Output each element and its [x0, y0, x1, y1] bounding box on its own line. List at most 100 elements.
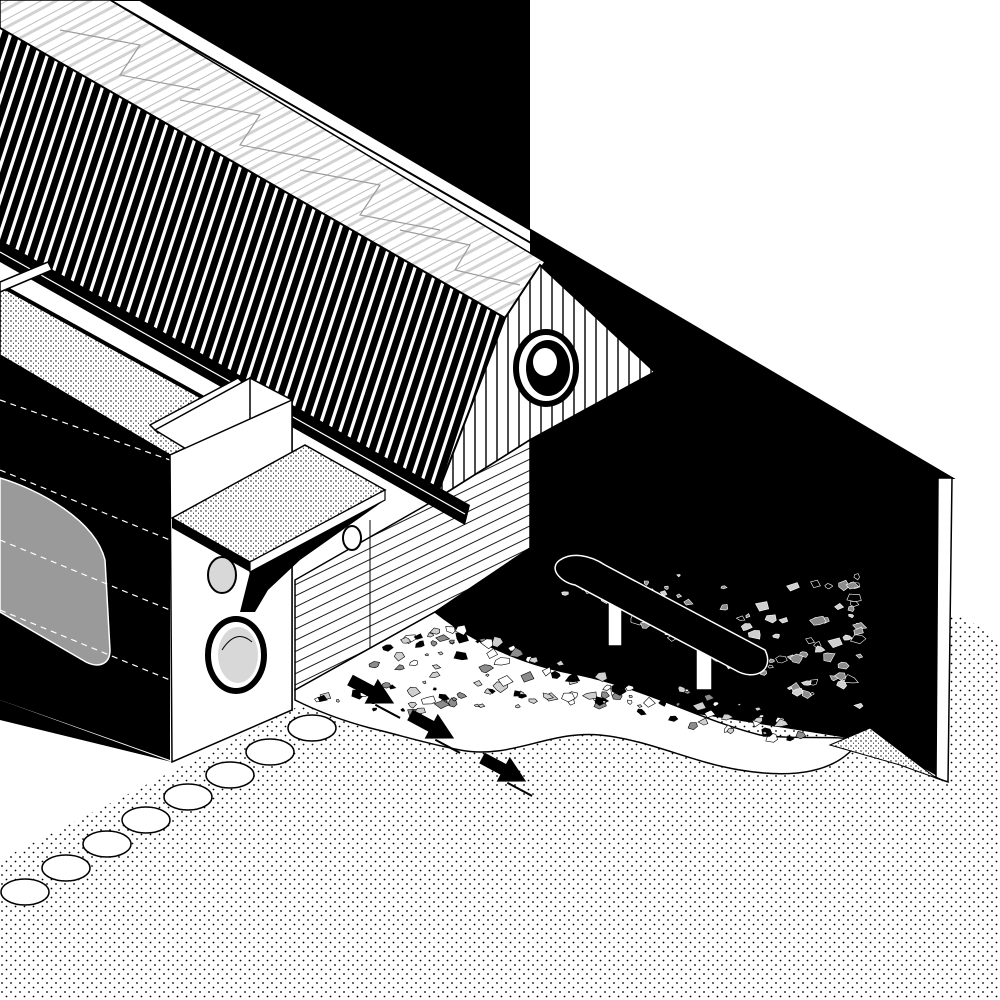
terrazzo-chip [823, 652, 836, 663]
terrazzo-chip [762, 731, 768, 735]
terrazzo-chip [691, 701, 707, 711]
terrazzo-chip [432, 687, 437, 691]
terrazzo-chip [518, 693, 527, 699]
terrazzo-chip [809, 615, 827, 626]
porthole-window-upper [207, 556, 237, 594]
terrazzo-chip [409, 659, 418, 666]
terrazzo-chip [473, 703, 481, 707]
slab-rail-top [0, 283, 241, 420]
terrazzo-chip [720, 585, 728, 590]
terrazzo-chip [407, 701, 417, 709]
arrow-2 [407, 709, 461, 754]
terrazzo-chip [435, 634, 451, 642]
terrazzo-chip [336, 699, 340, 703]
terrazzo-chip [493, 657, 510, 666]
terrazzo-chip [752, 716, 763, 723]
terrazzo-chip [433, 700, 451, 710]
terrazzo-chip [406, 686, 421, 698]
terrazzo-chip [625, 684, 635, 691]
corrugation-rib [0, 56, 56, 274]
terrazzo-chip [786, 686, 793, 691]
terrazzo-chip [541, 666, 552, 677]
terrazzo-chip [400, 707, 406, 712]
terrazzo-chip [627, 699, 633, 705]
terrazzo-chip [740, 623, 753, 631]
terrazzo-chip [413, 633, 423, 640]
terrazzo-chip [814, 645, 826, 653]
porthole-window-lower [205, 616, 267, 694]
terrazzo-chip [786, 582, 800, 592]
gable-beam [648, 374, 687, 402]
terrazzo-chip [764, 614, 777, 624]
terrazzo-chip [809, 692, 815, 696]
terrazzo-chip [636, 704, 643, 708]
stepping-stone [163, 783, 213, 811]
terrazzo-chip [561, 591, 569, 596]
terrazzo-chip [424, 653, 429, 657]
terrazzo-chip [721, 713, 734, 721]
terrazzo-chip [602, 700, 606, 704]
terrazzo-chip [420, 695, 436, 705]
terrazzo-chip [767, 664, 774, 669]
stepping-stone [205, 761, 255, 789]
terrazzo-chip [736, 702, 742, 707]
terrazzo-chip [643, 580, 649, 586]
terrazzo-chip [371, 707, 378, 712]
terrazzo-chip [641, 678, 650, 684]
terrazzo-chip [786, 735, 795, 742]
terrazzo-chip [430, 640, 438, 647]
terrazzo-chip [834, 603, 845, 610]
terrazzo-chip [837, 661, 850, 670]
terrazzo-chip [853, 626, 864, 636]
terrazzo-chip [800, 680, 812, 686]
terrazzo-chip [834, 672, 846, 681]
terrazzo-chip [726, 728, 735, 735]
bench-shadow [240, 500, 385, 612]
terrazzo-chip [438, 693, 450, 701]
terrazzo-chip [455, 624, 468, 636]
terrazzo-chip [755, 601, 770, 612]
dark-terrazzo-chips [561, 573, 868, 709]
terrazzo-chip [517, 642, 529, 650]
gable-porthole-window [513, 329, 579, 407]
terrazzo-chip [448, 639, 455, 645]
terrazzo-chip [855, 653, 864, 659]
terrazzo-chip [712, 701, 720, 707]
terrazzo-chip [394, 664, 405, 671]
stepping-stone [0, 878, 50, 906]
light-terrazzo-chips [314, 622, 807, 743]
corrugation-rib [0, 51, 47, 269]
terrazzo-chip [602, 684, 612, 691]
terrazzo-chip [381, 644, 394, 652]
terrazzo-chip [567, 698, 576, 706]
volume-shadow [0, 700, 172, 762]
terrazzo-chip [479, 638, 493, 650]
terrazzo-chip [675, 702, 681, 707]
terrazzo-chip [475, 640, 480, 644]
terrazzo-chip [528, 698, 538, 704]
terrazzo-chip [431, 664, 442, 670]
terrazzo-chip [747, 630, 761, 640]
corrugation-rib [0, 35, 19, 253]
terrazzo-chip [772, 633, 780, 639]
terrazzo-chip [555, 659, 565, 667]
terrazzo-chip [846, 593, 862, 603]
terrazzo-chip [668, 715, 679, 722]
terrazzo-chip [791, 688, 804, 697]
terrazzo-chip [658, 699, 667, 707]
roof-truss-lines [59, 29, 521, 286]
arrow-1 [347, 674, 401, 719]
terrazzo-chip [848, 613, 855, 619]
terrazzo-chip [676, 574, 681, 578]
terrazzo-chip [456, 692, 468, 699]
terrazzo-chip [754, 706, 762, 712]
terrazzo-chip [647, 673, 658, 686]
terrazzo-chip [853, 703, 864, 709]
terrazzo-chip [497, 675, 514, 687]
stepping-stone [121, 806, 171, 834]
terrazzo-chip [845, 581, 860, 590]
terrazzo-chip [842, 634, 853, 641]
terrazzo-chip [428, 671, 441, 678]
